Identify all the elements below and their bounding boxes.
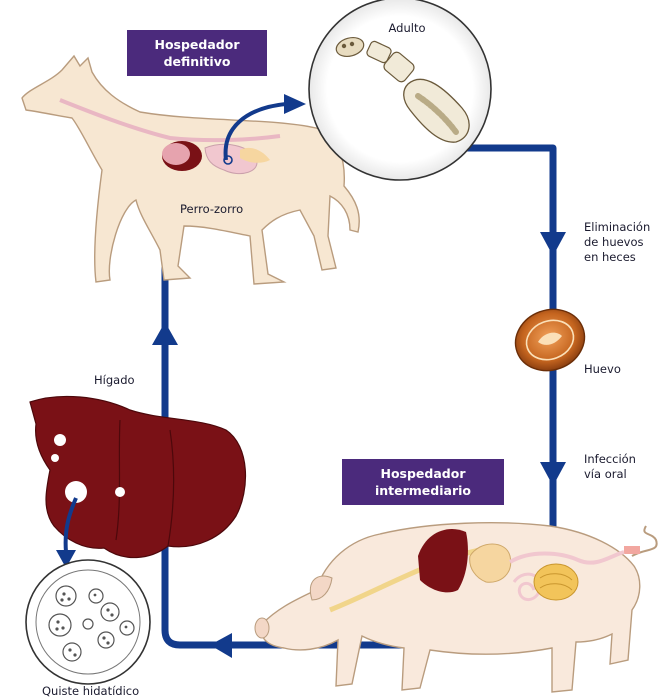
definitive-host-line1: Hospedador bbox=[155, 37, 241, 52]
arrow-up-liver bbox=[152, 322, 178, 345]
dog-fox-label: Perro-zorro bbox=[180, 202, 243, 216]
arrow-down-elimination bbox=[540, 232, 566, 256]
liver-illustration bbox=[30, 396, 245, 557]
egg-label: Huevo bbox=[584, 362, 621, 376]
arrow-left-bottom bbox=[210, 633, 232, 658]
egg-illustration bbox=[507, 300, 593, 380]
intermediate-host-line1: Hospedador bbox=[381, 466, 467, 481]
infection-label: Infección vía oral bbox=[584, 452, 636, 481]
intermediate-host-line2: intermediario bbox=[375, 483, 471, 498]
infection-line1: Infección bbox=[584, 452, 636, 466]
adult-worm-circle: Adulto bbox=[309, 0, 491, 180]
elimination-line3: en heces bbox=[584, 250, 636, 264]
elimination-line2: de huevos bbox=[584, 235, 644, 249]
elimination-label: Eliminación de huevos en heces bbox=[584, 220, 650, 264]
infection-line2: vía oral bbox=[584, 467, 627, 481]
elimination-line1: Eliminación bbox=[584, 220, 650, 234]
adult-label: Adulto bbox=[389, 21, 426, 35]
pig-illustration bbox=[255, 523, 657, 692]
arrow-down-infection bbox=[540, 462, 566, 486]
intermediate-host-label: Hospedador intermediario bbox=[342, 459, 504, 505]
hydatid-cyst-circle bbox=[26, 560, 150, 684]
definitive-host-line2: definitivo bbox=[164, 54, 231, 69]
definitive-host-label: Hospedador definitivo bbox=[127, 30, 267, 76]
hydatid-cyst-label: Quiste hidatídico bbox=[42, 684, 139, 698]
liver-label: Hígado bbox=[94, 373, 135, 387]
